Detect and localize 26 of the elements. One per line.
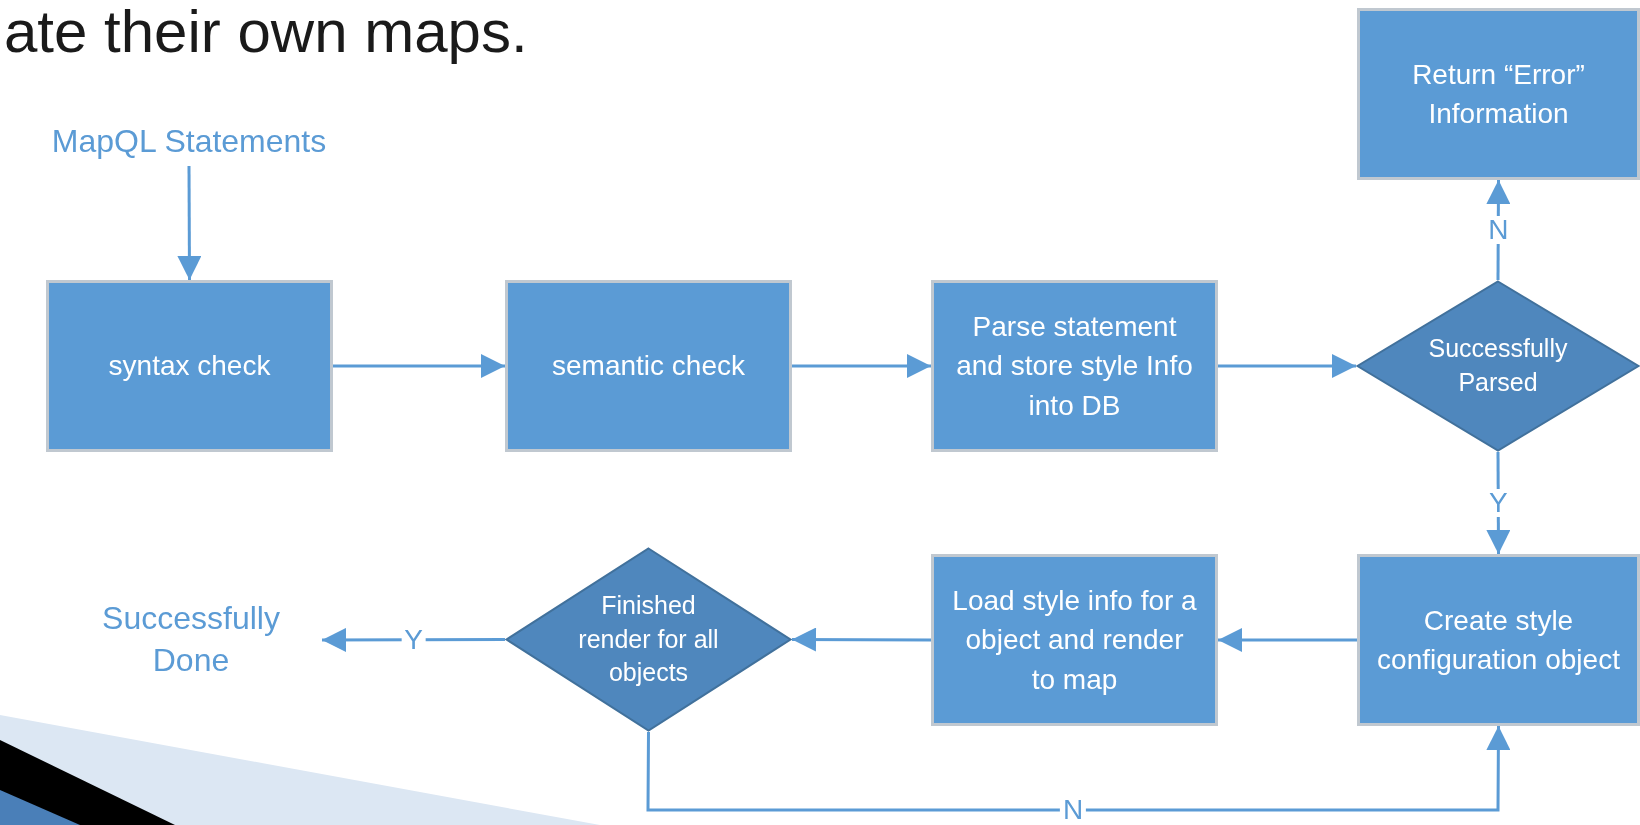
process-box — [46, 280, 333, 452]
arrow — [792, 627, 931, 652]
arrow — [1218, 354, 1356, 378]
box-label: Load style info for a object and render to map — [951, 584, 1198, 697]
process-box — [931, 280, 1218, 452]
arrow — [646, 726, 1511, 812]
flow-text: MapQL Statements — [4, 118, 374, 166]
arrow — [1218, 628, 1357, 652]
arrow — [792, 354, 931, 378]
diamond-label: Finished render for all objects — [577, 589, 720, 689]
diamond-label: Successfully Parsed — [1427, 333, 1569, 398]
flow-text: Successfully Done — [60, 595, 322, 685]
box-label: semantic check — [552, 349, 745, 384]
process-box — [1357, 554, 1640, 726]
process-box — [931, 554, 1218, 726]
decision-diamond — [1356, 280, 1640, 452]
slide-title: ate their own maps. — [4, 2, 528, 62]
box-label: Parse statement and store style Info into DB — [955, 310, 1194, 423]
process-box — [505, 280, 792, 452]
arrow — [177, 166, 202, 280]
box-label: syntax check — [108, 349, 271, 384]
box-label: Create style configuration object — [1376, 603, 1621, 677]
process-box — [1357, 8, 1640, 180]
box-label: Return “Error” Information — [1411, 57, 1586, 131]
decision-diamond — [505, 547, 792, 732]
arrow — [333, 354, 505, 378]
